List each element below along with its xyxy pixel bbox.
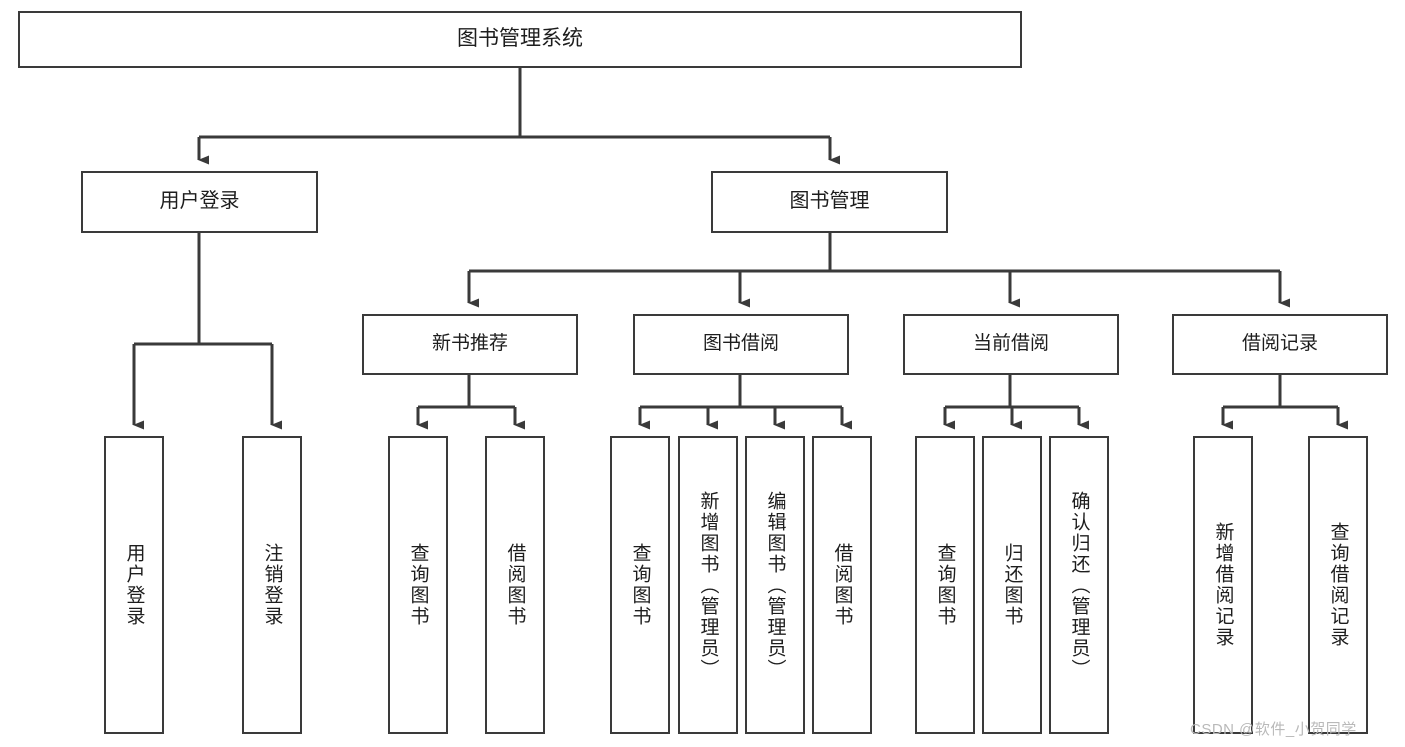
leaf-query-borrow-record[interactable]: 查询借阅记录 <box>1308 436 1368 734</box>
leaf-user-login[interactable]: 用户登录 <box>104 436 164 734</box>
leaf-label: 查询图书 <box>407 543 429 627</box>
leaf-add-borrow-record[interactable]: 新增借阅记录 <box>1193 436 1253 734</box>
leaf-label: 编辑图书（管理员） <box>764 490 786 680</box>
leaf-label: 新增图书（管理员） <box>697 490 719 680</box>
node-user-login[interactable]: 用户登录 <box>81 171 318 233</box>
leaf-borrow-book[interactable]: 借阅图书 <box>812 436 872 734</box>
node-root[interactable]: 图书管理系统 <box>18 11 1022 68</box>
leaf-logout[interactable]: 注销登录 <box>242 436 302 734</box>
leaf-label: 用户登录 <box>123 543 145 627</box>
leaf-query-book-borrow[interactable]: 查询图书 <box>610 436 670 734</box>
leaf-label: 新增借阅记录 <box>1212 522 1234 648</box>
leaf-query-book-recommend[interactable]: 查询图书 <box>388 436 448 734</box>
leaf-label: 查询图书 <box>934 543 956 627</box>
leaf-label: 借阅图书 <box>504 543 526 627</box>
node-new-book-recommend[interactable]: 新书推荐 <box>362 314 578 375</box>
node-book-borrow[interactable]: 图书借阅 <box>633 314 849 375</box>
leaf-confirm-return-admin[interactable]: 确认归还（管理员） <box>1049 436 1109 734</box>
node-borrow-record-label: 借阅记录 <box>1241 333 1318 355</box>
node-book-management-label: 图书管理 <box>789 190 870 213</box>
leaf-label: 注销登录 <box>261 543 283 627</box>
leaf-query-book-current[interactable]: 查询图书 <box>915 436 975 734</box>
watermark: CSDN @软件_小贺同学 <box>1190 721 1357 738</box>
node-user-login-label: 用户登录 <box>159 190 240 213</box>
node-new-book-recommend-label: 新书推荐 <box>431 333 508 355</box>
leaf-borrow-book-recommend[interactable]: 借阅图书 <box>485 436 545 734</box>
node-root-label: 图书管理系统 <box>457 27 583 51</box>
leaf-label: 借阅图书 <box>831 543 853 627</box>
leaf-edit-book-admin[interactable]: 编辑图书（管理员） <box>745 436 805 734</box>
leaf-add-book-admin[interactable]: 新增图书（管理员） <box>678 436 738 734</box>
leaf-return-book[interactable]: 归还图书 <box>982 436 1042 734</box>
leaf-label: 确认归还（管理员） <box>1068 490 1090 680</box>
leaf-label: 归还图书 <box>1001 543 1023 627</box>
leaf-label: 查询图书 <box>629 543 651 627</box>
node-current-borrow[interactable]: 当前借阅 <box>903 314 1119 375</box>
node-borrow-record[interactable]: 借阅记录 <box>1172 314 1388 375</box>
leaf-label: 查询借阅记录 <box>1327 522 1349 648</box>
node-book-borrow-label: 图书借阅 <box>702 333 779 355</box>
node-current-borrow-label: 当前借阅 <box>972 333 1049 355</box>
node-book-management[interactable]: 图书管理 <box>711 171 948 233</box>
